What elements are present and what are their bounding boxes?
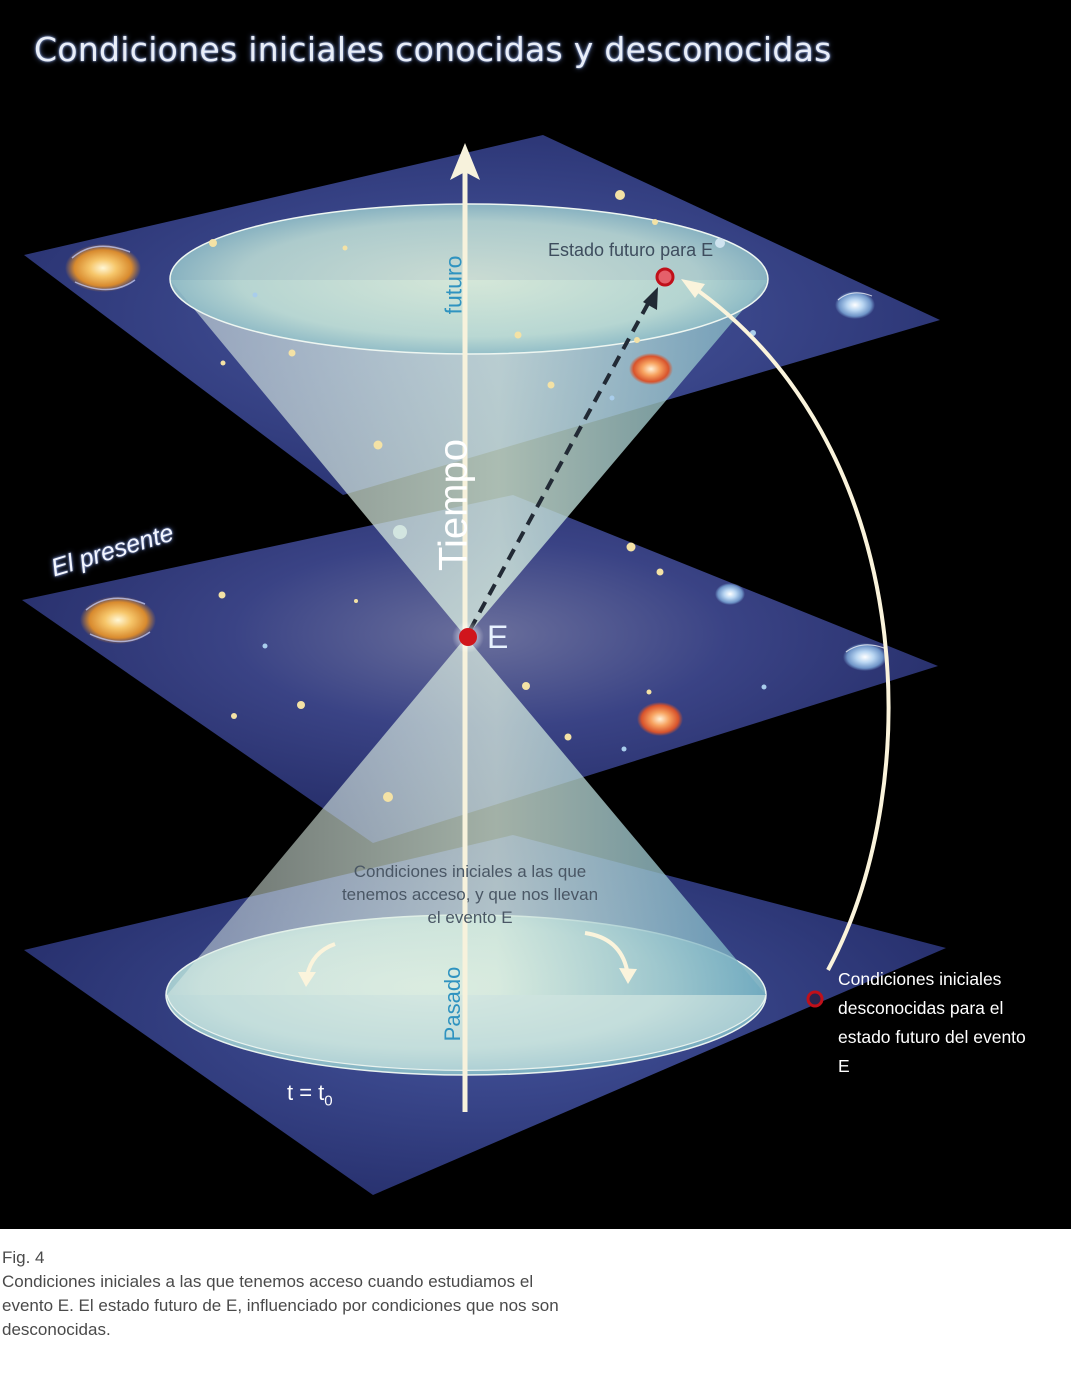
- time-axis-label: Tiempo: [431, 439, 476, 571]
- galaxies: [65, 244, 887, 736]
- unknown-conditions-point: [806, 990, 824, 1008]
- diagram-figure: Condiciones iniciales conocidas y descon…: [0, 0, 1071, 1229]
- t-subscript: 0: [324, 1092, 333, 1110]
- future-cone-top: [169, 203, 769, 355]
- known-conditions-label: Condiciones iniciales a las que tenemos …: [341, 862, 599, 927]
- unknown-influence-arrowhead: [681, 279, 705, 298]
- future-light-cone: [170, 280, 768, 637]
- future-state-label: Estado futuro para E: [548, 240, 714, 260]
- trajectory-arrowhead: [643, 287, 658, 310]
- event-label: E: [487, 619, 509, 655]
- spacetime-diagram: [22, 135, 946, 1195]
- past-axis-label: Pasado: [440, 966, 465, 1042]
- right-curved-arrowhead: [619, 968, 637, 984]
- t-zero-label: t = t0: [287, 1080, 333, 1109]
- future-axis-label: futuro: [440, 255, 467, 315]
- right-curved-arrow: [584, 931, 629, 971]
- left-curved-arrowhead: [298, 972, 316, 987]
- trajectory-dashed-line: [468, 299, 652, 631]
- future-state-point: [655, 267, 675, 287]
- time-axis-arrowhead: [450, 143, 480, 180]
- page-title: Condiciones iniciales conocidas y descon…: [34, 30, 832, 69]
- figure-number: Fig. 4: [2, 1248, 45, 1267]
- figure-caption-text: Condiciones iniciales a las que tenemos …: [2, 1272, 559, 1339]
- event-e-point: [459, 628, 477, 646]
- t-symbol: t = t: [287, 1080, 325, 1105]
- unknown-conditions-label: Condiciones iniciales desconocidas para …: [838, 969, 1026, 1076]
- stars: [209, 190, 767, 802]
- figure-caption: Fig. 4 Condiciones iniciales a las que t…: [2, 1246, 582, 1342]
- unknown-influence-arc: [688, 283, 891, 971]
